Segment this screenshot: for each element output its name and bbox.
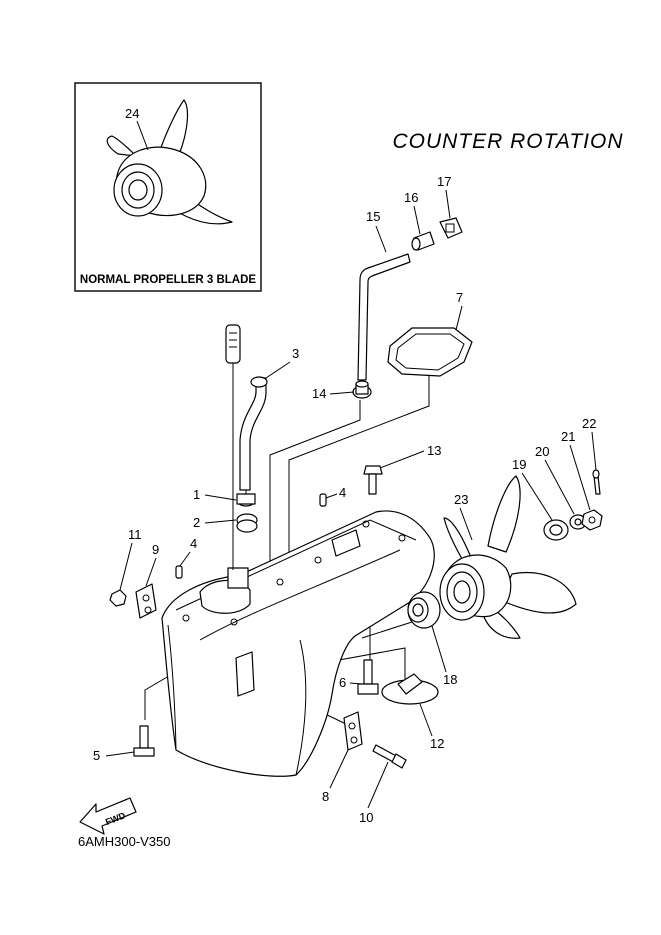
trim-tab-12	[381, 673, 439, 705]
bolt-10	[372, 744, 407, 769]
callout-4-right: 4	[339, 485, 346, 500]
callout-3: 3	[292, 346, 299, 361]
washer-20	[569, 514, 587, 530]
bracket-9	[135, 583, 157, 619]
drawing-code: 6AMH300-V350	[78, 834, 171, 849]
callout-14: 14	[312, 386, 326, 401]
callout-19: 19	[512, 457, 526, 472]
gasket-7	[387, 327, 473, 377]
callout-2: 2	[193, 515, 200, 530]
callout-6: 6	[339, 675, 346, 690]
seal-16	[411, 231, 435, 251]
callout-11: 11	[128, 527, 142, 542]
inset-normal-propeller: 24 NORMAL PROPELLER 3 BLADE	[74, 82, 262, 292]
spacer-19	[543, 519, 569, 541]
dowel-pin-right	[319, 493, 327, 507]
anode-8	[343, 711, 363, 751]
bolt-5	[133, 725, 155, 757]
dowel-pin-left	[175, 565, 183, 579]
callout-4-left: 4	[190, 536, 197, 551]
callout-9: 9	[152, 542, 159, 557]
callout-12: 12	[430, 736, 444, 751]
housing-18	[407, 591, 441, 629]
water-tube-15	[357, 253, 411, 381]
callout-5: 5	[93, 748, 100, 763]
callouts: 3 7 15 16 17 14 13 1 2 4 4 11 9 6 5 8 10	[93, 174, 597, 825]
callout-10: 10	[359, 810, 373, 825]
diagram-title: COUNTER ROTATION	[392, 130, 623, 153]
inset-frame	[74, 82, 262, 292]
bolt-13	[363, 465, 383, 495]
bolt-6	[357, 659, 379, 695]
callout-7: 7	[456, 290, 463, 305]
clip-17	[439, 217, 463, 239]
nut-11	[109, 589, 127, 607]
grommet-14	[352, 380, 372, 399]
callout-24: 24	[125, 106, 139, 121]
callout-21: 21	[561, 429, 575, 444]
callout-1: 1	[193, 487, 200, 502]
callout-16: 16	[404, 190, 418, 205]
inset-caption: NORMAL PROPELLER 3 BLADE	[80, 274, 256, 286]
nut-21	[581, 509, 603, 531]
callout-18: 18	[443, 672, 457, 687]
callout-8: 8	[322, 789, 329, 804]
drive-shaft-parts	[225, 324, 268, 570]
callout-23: 23	[454, 492, 468, 507]
callout-15: 15	[366, 209, 380, 224]
leader-24	[136, 120, 149, 151]
forward-direction-arrow: FWD	[79, 797, 137, 835]
callout-20: 20	[535, 444, 549, 459]
propeller-3-blade-drawing	[106, 99, 233, 225]
cotter-pin-22	[592, 469, 601, 495]
callout-22: 22	[582, 416, 596, 431]
callout-17: 17	[437, 174, 451, 189]
propeller-23	[439, 475, 577, 639]
callout-13: 13	[427, 443, 441, 458]
lower-unit-gear-case	[161, 510, 435, 777]
